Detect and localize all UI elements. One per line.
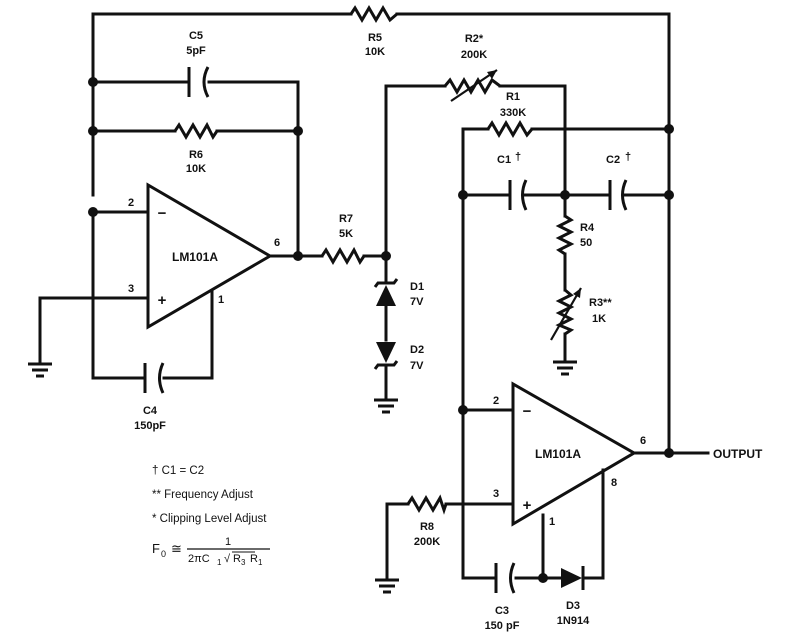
d1-value: 7V [410, 296, 424, 308]
note-c-equal: † C1 = C2 [152, 465, 204, 477]
resistor-r7: R7 5K [320, 213, 366, 265]
capacitor-c2: C2 † [606, 151, 631, 211]
opamp-u2-pin8: 8 [611, 477, 617, 489]
c4-value: 150pF [134, 420, 166, 432]
opamp-u1-pin6: 6 [274, 237, 280, 249]
r4-value: 50 [580, 237, 592, 249]
d2-name: D2 [410, 344, 424, 356]
r1-name: R1 [506, 91, 520, 103]
r4-name: R4 [580, 222, 595, 234]
output-label: OUTPUT [713, 447, 763, 461]
diode-d3: D3 1N914 [557, 566, 590, 627]
r1-value: 330K [500, 107, 526, 119]
opamp-u2-pin2: 2 [493, 395, 499, 407]
d1-name: D1 [410, 281, 424, 293]
frequency-formula: F 0 ≅ 1 2πC 1 √ R 3 R 1 [152, 536, 270, 567]
r3-value: 1K [592, 313, 606, 325]
d2-value: 7V [410, 360, 424, 372]
resistor-r5: R5 10K [349, 5, 398, 58]
c5-value: 5pF [186, 45, 206, 57]
c5-name: C5 [189, 30, 203, 42]
note-clipping-adjust: * Clipping Level Adjust [152, 513, 267, 525]
opamp-u1-pin3: 3 [128, 283, 134, 295]
resistor-r4: R4 50 [555, 214, 595, 256]
formula-f-sub: 0 [161, 549, 166, 559]
formula-den-root: √ [224, 553, 231, 565]
opamp-u1-plus: + [158, 292, 167, 309]
formula-f: F [152, 541, 160, 556]
r6-value: 10K [186, 163, 206, 175]
note-frequency-adjust: ** Frequency Adjust [152, 489, 254, 501]
formula-den-r1-sub: 1 [258, 558, 263, 567]
opamp-u2-pin1: 1 [549, 516, 555, 528]
r8-name: R8 [420, 521, 434, 533]
ground-r3 [553, 360, 577, 376]
c2-mark: † [625, 151, 631, 163]
opamp-u1-minus: − [158, 205, 167, 222]
formula-numerator: 1 [225, 536, 231, 548]
formula-den-2pic: 2πC [188, 553, 210, 565]
c2-name: C2 [606, 154, 620, 166]
formula-den-r1: R [250, 553, 258, 565]
zener-d1: D1 7V [373, 278, 424, 308]
r5-value: 10K [365, 46, 385, 58]
opamp-u2-label: LM101A [535, 447, 581, 461]
formula-den-r3-sub: 3 [241, 558, 246, 567]
r8-value: 200K [414, 536, 440, 548]
capacitor-c1: C1 † [497, 151, 528, 211]
capacitor-c5: C5 5pF [186, 30, 210, 98]
r7-name: R7 [339, 213, 353, 225]
zener-d2: D2 7V [373, 342, 424, 372]
opamp-u1-pin1: 1 [218, 294, 224, 306]
r2-value: 200K [461, 49, 487, 61]
resistor-r6: R6 10K [173, 121, 219, 175]
opamp-u2-minus: − [523, 403, 532, 420]
opamp-u2-pin6: 6 [640, 435, 646, 447]
formula-den-c-sub: 1 [217, 558, 222, 567]
resistor-r8: R8 200K [406, 494, 448, 548]
c3-value: 150 pF [485, 620, 520, 632]
notes: † C1 = C2 ** Frequency Adjust * Clipping… [152, 465, 270, 567]
c4-name: C4 [143, 405, 158, 417]
opamp-u1: LM101A − + 2 3 6 1 [128, 182, 280, 330]
ground-u1 [28, 362, 52, 378]
opamp-u2-plus: + [523, 497, 532, 514]
resistor-r1: R1 330K [486, 91, 534, 138]
opamp-u1-pin2: 2 [128, 197, 134, 209]
opamp-u1-label: LM101A [172, 250, 218, 264]
ground-zener [374, 398, 398, 414]
r7-value: 5K [339, 228, 353, 240]
r3-name: R3** [589, 297, 612, 309]
resistor-r2: R2* 200K [443, 33, 501, 102]
capacitor-c4: C4 150pF [134, 362, 166, 432]
opamp-u2-pin3: 3 [493, 488, 499, 500]
formula-approx: ≅ [171, 541, 182, 556]
d3-name: D3 [566, 600, 580, 612]
c1-name: C1 [497, 154, 511, 166]
formula-den-r3: R [233, 553, 241, 565]
capacitor-c3: C3 150 pF [485, 562, 520, 632]
ground-r8 [375, 578, 399, 594]
opamp-u2: LM101A − + 2 3 6 1 8 [493, 381, 646, 528]
r5-name: R5 [368, 32, 382, 44]
wires [38, 12, 710, 580]
junctions [88, 77, 674, 583]
c1-mark: † [515, 151, 521, 163]
c3-name: C3 [495, 605, 509, 617]
d3-value: 1N914 [557, 615, 590, 627]
r2-name: R2* [465, 33, 484, 45]
r6-name: R6 [189, 149, 203, 161]
resistor-r3: R3** 1K [550, 287, 612, 341]
